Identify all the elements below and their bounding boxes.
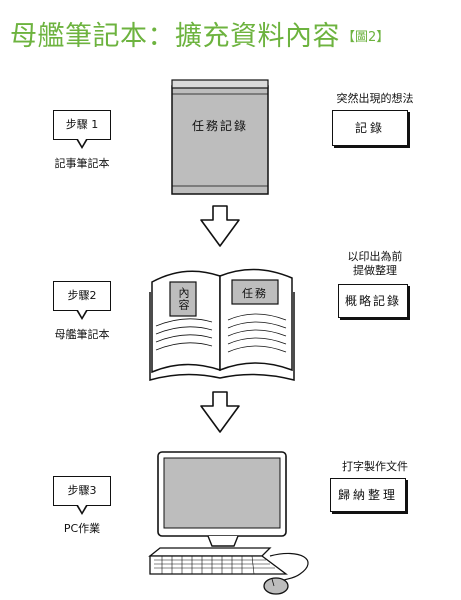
note-1-box: 記錄 [332, 110, 408, 146]
page-title: 母艦筆記本：擴充資料內容【圖2】 [10, 14, 389, 54]
page-title-main: 母艦筆記本：擴充資料內容 [10, 21, 340, 52]
open-book-icon [149, 268, 295, 381]
step-1-badge: 步驟 1 [53, 110, 111, 149]
down-arrow-icon [200, 205, 240, 247]
step-1-caption: 記事筆記本 [54, 157, 110, 170]
down-arrow-icon [200, 391, 240, 433]
note-2-text: 以印出為前 提做整理 [320, 250, 430, 278]
step-2-badge: 步驟2 [53, 281, 111, 320]
note-2-box: 概略記錄 [338, 284, 408, 318]
note-1-text: 突然出現的想法 [320, 92, 430, 106]
note-2-line-1: 以印出為前 [347, 250, 403, 263]
note-1-line-1: 突然出現的想法 [336, 92, 414, 105]
book-left-tag: 內容 [177, 287, 190, 311]
note-3-text: 打字製作文件 [320, 460, 430, 474]
notepad-cover-text: 任務記錄 [192, 118, 248, 133]
computer-icon [148, 451, 309, 595]
step-1-label: 步驟 1 [65, 118, 99, 131]
step-2-label: 步驟2 [67, 289, 97, 302]
step-3-badge: 步驟3 [53, 476, 111, 515]
notepad-icon: 任務記錄 [171, 79, 269, 195]
note-3-line-1: 打字製作文件 [342, 460, 408, 473]
step-2-caption: 母艦筆記本 [54, 328, 110, 341]
book-right-tag: 任務 [242, 287, 268, 300]
step-3-caption: PC作業 [63, 522, 101, 535]
note-3-box: 歸納整理 [330, 478, 406, 512]
note-2-line-2: 提做整理 [353, 264, 397, 277]
figure-number: 【圖2】 [342, 30, 390, 45]
step-3-label: 步驟3 [67, 484, 97, 497]
